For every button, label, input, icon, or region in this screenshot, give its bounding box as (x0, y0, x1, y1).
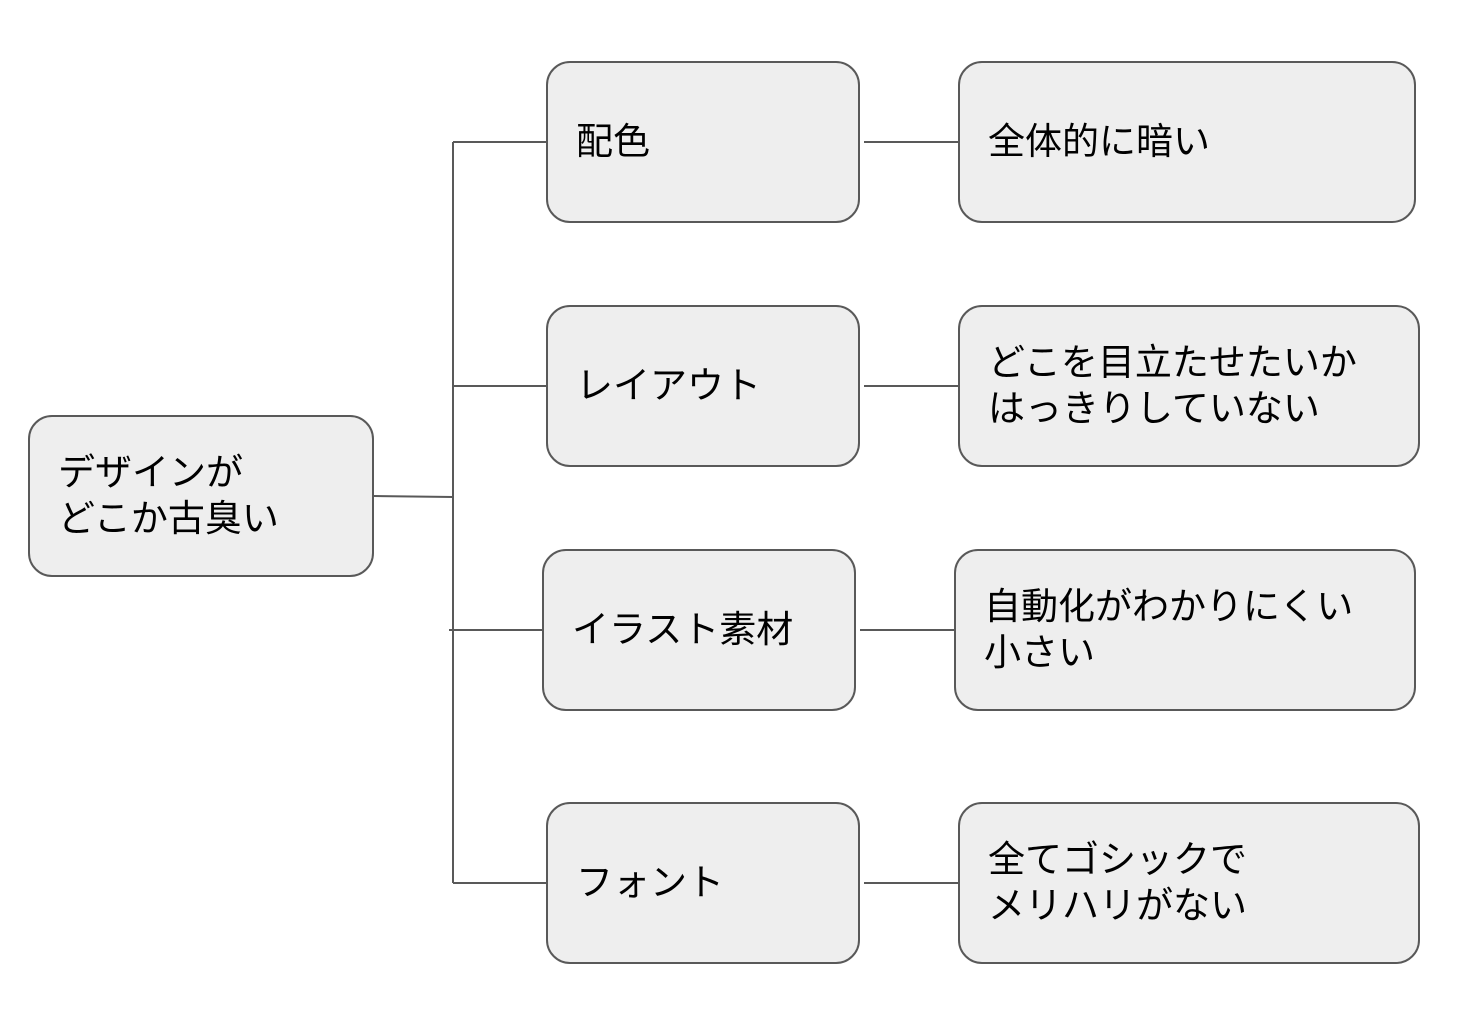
category-node-illustration: イラスト素材 (542, 549, 856, 711)
detail-line-1: 全体的に暗い (988, 120, 1210, 163)
category-node-layout: レイアウト (546, 305, 860, 467)
detail-text: 自動化がわかりにくい 小さい (984, 584, 1353, 676)
detail-node-font: 全てゴシックで メリハリがない (958, 802, 1420, 964)
detail-line-2: はっきりしていない (988, 387, 1320, 430)
detail-line-1: 全てゴシックで (988, 838, 1247, 881)
category-node-color: 配色 (546, 61, 860, 223)
detail-line-2: メリハリがない (988, 884, 1247, 927)
category-label: イラスト素材 (572, 608, 794, 651)
connector-root-to-trunk (373, 495, 454, 498)
detail-line-2: 小さい (984, 631, 1095, 674)
root-node-text: デザインが どこか古臭い (58, 450, 279, 542)
root-node: デザインが どこか古臭い (28, 415, 374, 577)
category-label: レイアウト (576, 364, 761, 407)
detail-line-1: 自動化がわかりにくい (984, 585, 1354, 628)
detail-line-1: どこを目立たせたいか (988, 341, 1357, 384)
detail-node-layout: どこを目立たせたいか はっきりしていない (958, 305, 1420, 467)
category-label: 配色 (576, 120, 650, 163)
detail-text: 全体的に暗い (988, 119, 1210, 165)
detail-node-illustration: 自動化がわかりにくい 小さい (954, 549, 1416, 711)
root-line-2: どこか古臭い (58, 497, 279, 540)
root-line-1: デザインが (58, 451, 243, 494)
detail-text: 全てゴシックで メリハリがない (988, 837, 1247, 929)
category-node-font: フォント (546, 802, 860, 964)
category-label: フォント (576, 861, 724, 904)
detail-text: どこを目立たせたいか はっきりしていない (988, 340, 1357, 432)
detail-node-color: 全体的に暗い (958, 61, 1416, 223)
